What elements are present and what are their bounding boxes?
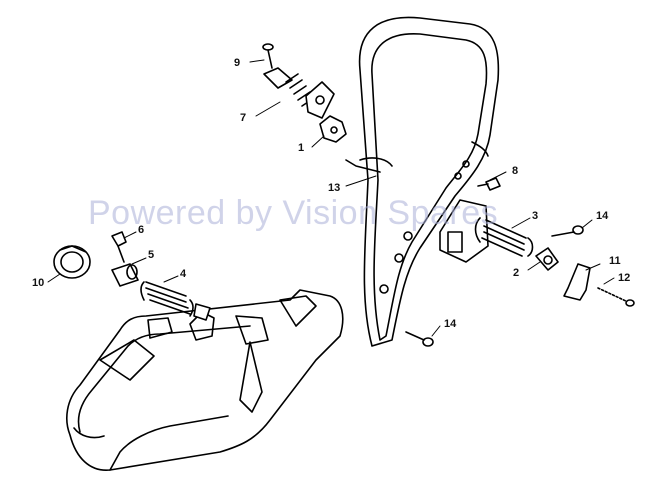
part-7-av-spring xyxy=(263,67,335,119)
callout-8: 8 xyxy=(512,165,518,177)
part-9-screw xyxy=(262,43,274,69)
rear-handle-housing xyxy=(66,289,344,471)
leader-lines xyxy=(47,59,615,337)
callout-11: 11 xyxy=(609,255,621,267)
part-1-buffer xyxy=(319,115,347,143)
callout-2: 2 xyxy=(513,267,519,279)
callout-7: 7 xyxy=(240,112,246,124)
callout-6: 6 xyxy=(138,224,144,236)
callout-4: 4 xyxy=(180,268,187,280)
part-14-screw-b xyxy=(405,331,434,347)
handlebar xyxy=(345,16,500,347)
callout-14-lower: 14 xyxy=(444,318,457,330)
part-2-buffer xyxy=(535,247,559,271)
callout-labels: 9 7 1 13 8 3 14 2 11 12 14 6 5 4 10 xyxy=(32,57,630,330)
part-8-screw xyxy=(477,177,501,191)
callout-3: 3 xyxy=(532,210,538,222)
callout-13: 13 xyxy=(328,182,340,194)
part-4-spring xyxy=(140,281,211,321)
part-5-sleeve xyxy=(111,263,139,287)
part-10-buffer xyxy=(53,245,91,279)
callout-1: 1 xyxy=(298,142,304,154)
part-12-screw xyxy=(597,287,635,307)
callout-5: 5 xyxy=(148,249,154,261)
callout-9: 9 xyxy=(234,57,240,69)
watermark-text: Powered by Vision Spares xyxy=(88,194,499,232)
part-3-spring xyxy=(474,217,534,257)
part-6-screw xyxy=(111,231,127,263)
part-14-screw-a xyxy=(551,225,584,237)
handle-bracket xyxy=(439,199,489,263)
callout-12: 12 xyxy=(618,272,630,284)
callout-10: 10 xyxy=(32,277,44,289)
callout-14-upper: 14 xyxy=(596,210,609,222)
part-11-trigger xyxy=(563,263,591,301)
